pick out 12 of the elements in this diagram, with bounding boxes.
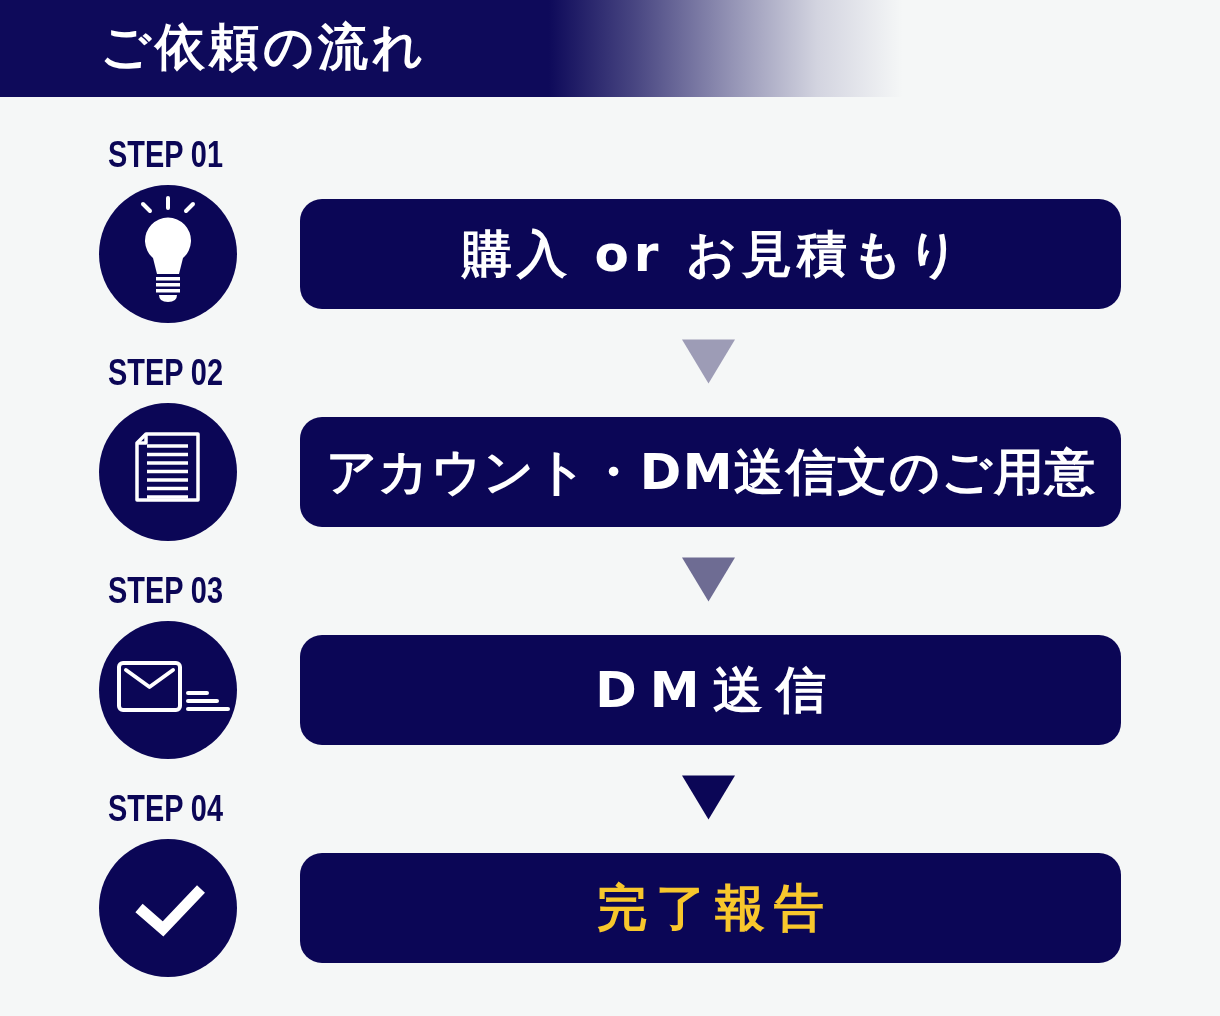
step-box: アカウント・DM送信文のご用意: [300, 417, 1121, 527]
arrow: [682, 775, 735, 820]
step-box: 購入 or お見積もり: [300, 199, 1121, 309]
step-label: STEP 01: [108, 135, 223, 175]
title: ご依頼の流れ: [100, 17, 427, 78]
arrow: [682, 557, 735, 602]
step-box: 完了報告: [300, 853, 1121, 963]
step-box: DM送信: [300, 635, 1121, 745]
step-label: STEP 03: [108, 571, 223, 611]
arrow: [682, 339, 735, 384]
step-label: STEP 04: [108, 789, 223, 829]
step-label: STEP 02: [108, 353, 223, 393]
